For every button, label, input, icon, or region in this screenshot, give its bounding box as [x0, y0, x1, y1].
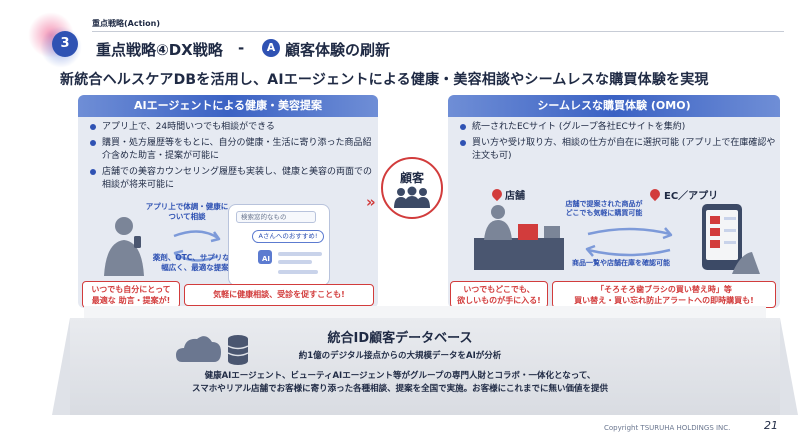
header-divider	[92, 31, 784, 32]
bullet-dot-icon	[90, 124, 96, 130]
title-dash: -	[238, 39, 244, 57]
repurchase-alert-callout: 「そろそろ歯ブラシの買い替え時」等 買い替え・買い忘れ防止アラートへの即時購買も…	[552, 281, 776, 308]
sync-arrows-icon	[587, 228, 671, 256]
person-with-phone-icon	[104, 217, 144, 276]
bullet-dot-icon	[460, 124, 466, 130]
database-title: 統合ID顧客データベース	[0, 327, 800, 346]
database-body-line-1: 健康AIエージェント、ビューティAIエージェント等がグループの専門人財とコラボ・…	[0, 369, 800, 381]
list-item: 統一されたECサイト (グループ各社ECサイトを集約)	[458, 121, 776, 134]
page-title: 重点戦略④DX戦略	[96, 39, 223, 60]
section-tag: 重点戦略(Action)	[92, 18, 160, 29]
list-item: 店舗での美容カウンセリング履歴も実装し、健康と美容の両面での相談が将来可能に	[88, 166, 378, 192]
anywhere-purchase-callout: いつでもどこでも、 欲しいものが手に入る!	[450, 281, 548, 308]
ai-chat-avatar-label: AI	[262, 255, 270, 263]
page-number: 21	[764, 419, 778, 432]
health-consult-callout: 気軽に健康相談、受診を促すことも!	[184, 284, 374, 306]
inventory-note: 商品一覧や店舗在庫を確認可能	[566, 258, 676, 268]
store-label: 店舗	[505, 187, 525, 202]
omo-panel-heading: シームレスな購買体験 (OMO)	[448, 95, 780, 117]
ai-agent-bullet-list: アプリ上で、24時間いつでも相談ができる 購買・処方履歴等をもとに、自分の健康・…	[88, 121, 378, 195]
recommendation-bubble: Aさんへのおすすめ!	[252, 230, 324, 243]
bullet-dot-icon	[90, 169, 96, 175]
search-field: 検索窓的なもの	[236, 211, 316, 223]
bullet-dot-icon	[460, 140, 466, 146]
bullet-dot-icon	[90, 140, 96, 146]
lead-statement: 新統合ヘルスケアDBを活用し、AIエージェントによる健康・美容相談やシームレスな…	[60, 69, 709, 89]
ec-phone-icon	[702, 204, 760, 274]
list-item: アプリ上で、24時間いつでも相談ができる	[88, 121, 378, 134]
database-body-line-2: スマホやリアル店舗でお客様に寄り添った各種相談、提案を全国で実施。お客様にこれま…	[0, 382, 800, 394]
customer-label: 顧客	[381, 169, 443, 186]
customer-group-icon	[392, 186, 432, 208]
store-staff-icon	[484, 205, 512, 240]
copyright: Copyright TSURUHA HOLDINGS INC.	[604, 424, 730, 432]
omo-bullet-list: 統一されたECサイト (グループ各社ECサイトを集約) 買い方や受け取り方、相談…	[458, 121, 776, 166]
proposal-bubble: 薬剤、OTC、サプリなど 幅広く、最適な提案	[150, 253, 240, 273]
page-subtitle: 顧客体験の刷新	[285, 39, 390, 60]
consult-bubble: アプリ上で体調・健康に ついて相談	[142, 202, 232, 222]
ec-app-label: EC／アプリ	[664, 187, 718, 202]
store-purchase-note: 店舗で提案された商品が どこでも気軽に購買可能	[556, 200, 652, 218]
list-item: 購買・処方履歴等をもとに、自分の健康・生活に寄り添った商品紹介含めた助言・提案が…	[88, 137, 378, 163]
chevron-right-icon: »	[366, 193, 376, 211]
ai-agent-panel-heading: AIエージェントによる健康・美容提案	[78, 95, 378, 117]
list-item: 買い方や受け取り方、相談の仕方が自在に選択可能 (アプリ上で在庫確認や注文も可)	[458, 137, 776, 163]
anytime-advice-callout: いつでも自分にとって 最適な 助言・提案が!	[82, 281, 180, 308]
title-marker-badge: A	[262, 39, 280, 57]
section-number-badge: 3	[52, 31, 78, 57]
chat-lines-icon	[258, 248, 326, 280]
database-description: 約1億のデジタル接点からの大規模データをAIが分析	[0, 349, 800, 361]
